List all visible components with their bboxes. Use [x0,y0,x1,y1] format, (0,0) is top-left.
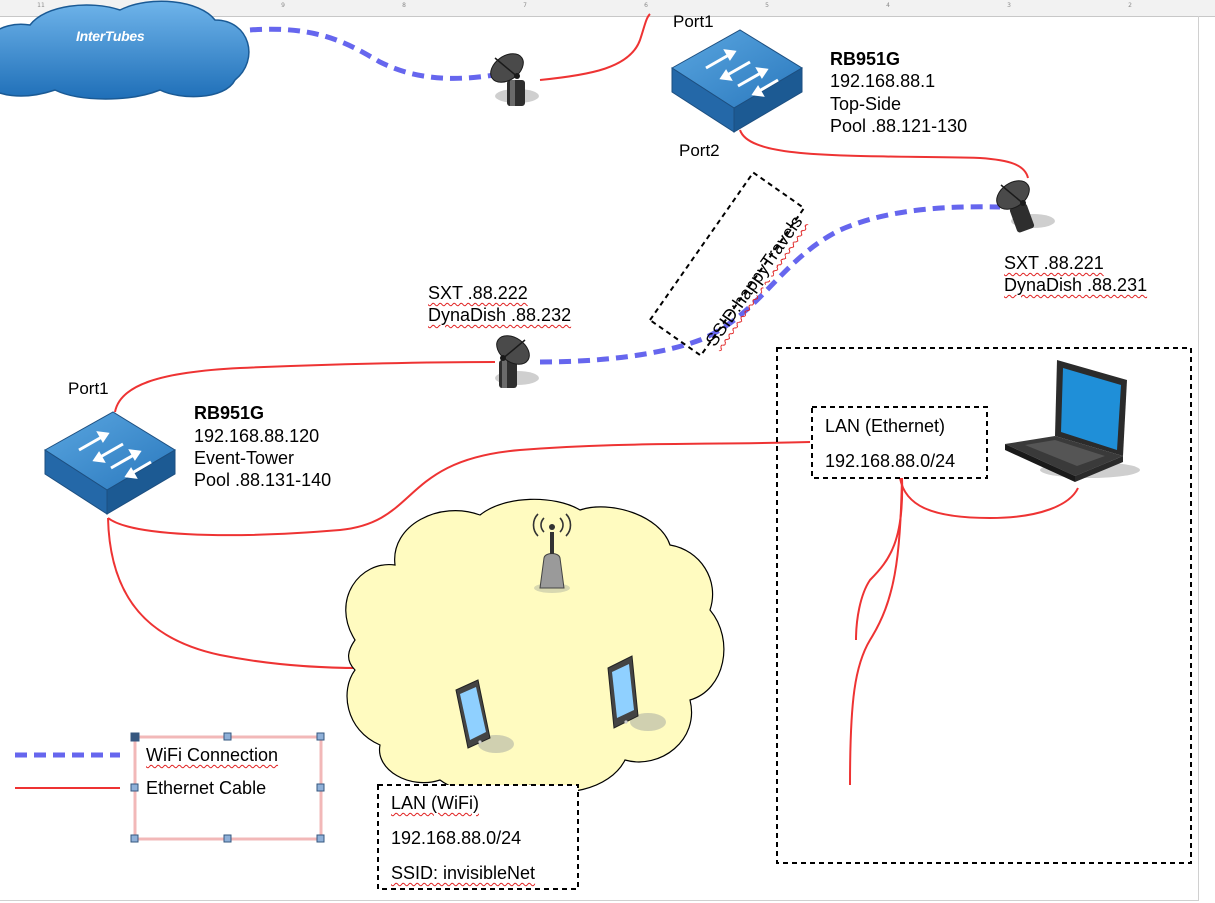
bottom-router-ip: 192.168.88.120 [194,426,320,446]
wifi-internet-to-dish [249,26,496,81]
top-router-port2-label: Port2 [679,141,720,160]
internet-label: InterTubes [76,28,145,44]
cable-dish-to-top-router [539,13,651,81]
tablet-icon [607,655,666,731]
cable-bottom-router-to-middle-dish [114,361,496,413]
satellite-dish-icon [996,180,1055,233]
page-border [0,16,1199,901]
ruler-tick: 2 [1128,2,1132,9]
ethernet-cables [107,13,1079,786]
lan-ethernet-box [811,406,988,479]
ssid-bridge-box [648,171,806,357]
legend-ethernet-label[interactable]: Ethernet Cable [146,778,267,798]
top-router-ip: 192.168.88.1 [830,71,936,91]
lan-wifi-subnet: 192.168.88.0/24 [391,828,522,848]
switch-icon [44,411,176,515]
bottom-router-role: Event-Tower [194,448,295,468]
bottom-router-pool: Pool .88.131-140 [194,470,332,490]
wifi-cloud-icon [345,498,725,795]
ruler-tick: 8 [402,2,406,9]
ruler-tick: 5 [765,2,769,9]
dish-middle-dynadish: DynaDish .88.232 [428,305,572,325]
top-router-role: Top-Side [830,94,902,114]
lan-wifi-title: LAN (WiFi) [391,793,479,813]
switch-icon [671,29,803,133]
satellite-dish-icon [495,335,539,388]
lan-ethernet-region [776,347,1192,864]
lan-ethernet-title: LAN (Ethernet) [825,416,946,436]
access-point-icon [532,513,572,593]
bottom-router-model: RB951G [194,403,265,423]
cable-lan-branch-1 [855,477,904,641]
dish-top-right-sxt: SXT .88.221 [1004,253,1104,273]
ruler: 1110987654321 [0,0,1215,17]
wifi-backhaul-link [539,204,1001,365]
laptop-icon [1005,360,1140,482]
cable-lan-to-laptop [899,477,1079,520]
legend-wifi-label[interactable]: WiFi Connection [146,745,279,765]
top-router-pool: Pool .88.121-130 [830,116,968,136]
bottom-router-port1-label: Port1 [68,379,109,398]
cloud-icon [0,0,250,100]
lan-wifi-ssid: SSID: invisibleNet [391,863,536,883]
ruler-tick: 3 [1007,2,1011,9]
legend [15,732,325,843]
cable-bottom-router-to-lan-ethernet [107,441,811,537]
cable-lan-branch-2 [849,477,903,786]
boxes [377,171,1192,890]
satellite-dish-icon [490,53,539,106]
ruler-tick: 6 [644,2,648,9]
tablet-icon [455,679,514,753]
ruler-tick: 7 [523,2,527,9]
ruler-tick: 4 [886,2,890,9]
lan-ethernet-subnet: 192.168.88.0/24 [825,451,956,471]
top-router-port1-label: Port1 [673,12,714,31]
ruler-tick: 9 [281,2,285,9]
dish-top-right-dynadish: DynaDish .88.231 [1004,275,1148,295]
dish-middle-sxt: SXT .88.222 [428,283,528,303]
cable-top-router-port2-to-dish [739,129,1029,179]
top-router-model: RB951G [830,49,901,69]
lan-wifi-box [377,784,579,890]
cable-bottom-router-to-wifi-cloud [107,517,361,669]
ruler-tick: 11 [37,2,45,9]
